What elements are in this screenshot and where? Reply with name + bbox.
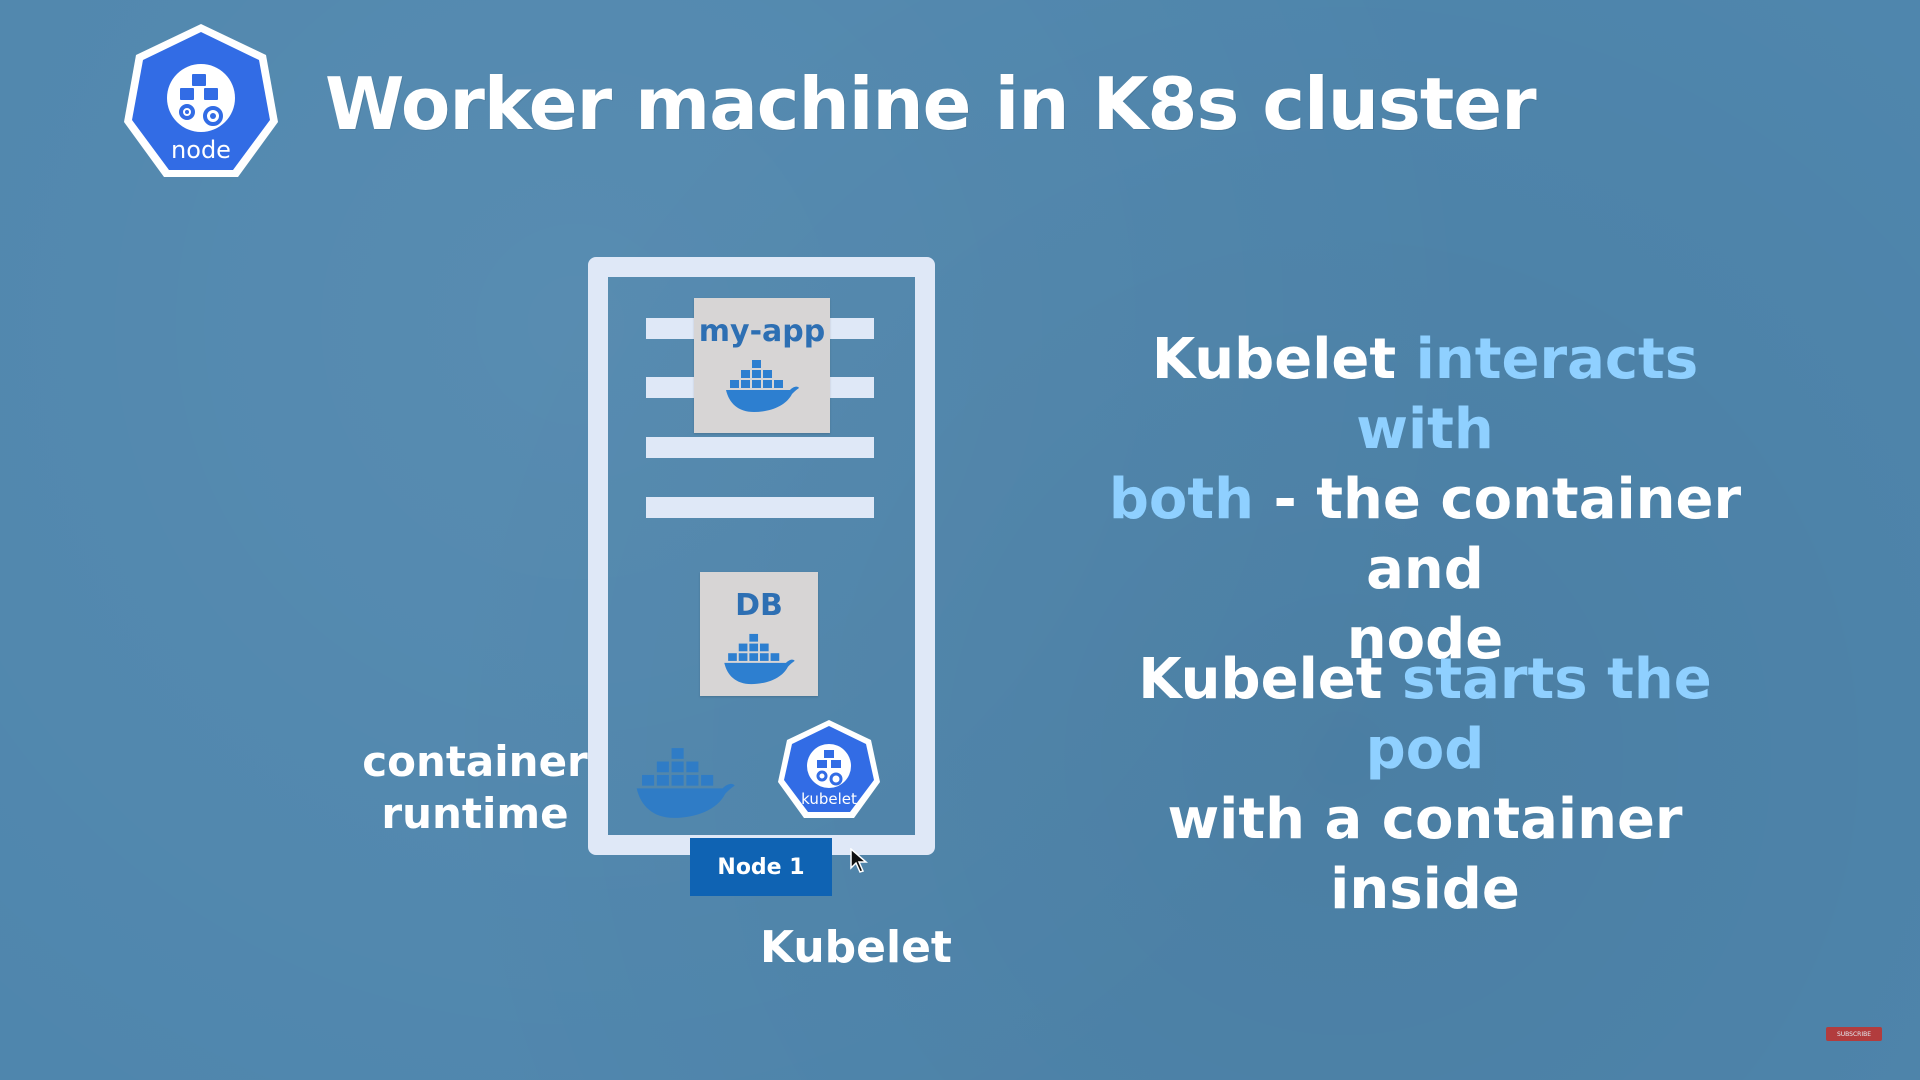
callout-text: node: [1346, 607, 1504, 672]
runtime-label-line: container: [362, 737, 588, 786]
server-slot: [646, 497, 874, 518]
callout-text: with a container inside: [1167, 787, 1683, 922]
container-card-my-app: my-app: [694, 298, 830, 433]
callout-highlight: interacts with: [1356, 327, 1699, 462]
callout-highlight: starts the pod: [1365, 647, 1712, 782]
subscribe-badge[interactable]: SUBSCRIBE: [1826, 1027, 1882, 1041]
kubelet-icon: kubelet: [778, 720, 880, 818]
container-label: DB: [735, 588, 783, 623]
callout-interacts: Kubelet interacts with both - the contai…: [1080, 325, 1770, 675]
server-slot: [646, 437, 874, 458]
container-card-db: DB: [700, 572, 818, 696]
docker-whale-icon: [724, 633, 795, 685]
callout-text: Kubelet: [1151, 327, 1416, 392]
runtime-label-line: runtime: [381, 789, 569, 838]
callout-text: Kubelet: [1138, 647, 1403, 712]
docker-whale-icon: [726, 360, 799, 412]
kubelet-logo-label: kubelet: [801, 790, 857, 808]
kubelet-caption: Kubelet: [760, 922, 952, 973]
docker-whale-icon: [636, 748, 735, 818]
container-label: my-app: [698, 314, 826, 349]
container-runtime-label: container runtime: [360, 736, 590, 840]
callout-highlight: both: [1108, 467, 1255, 532]
mouse-cursor-icon: [850, 848, 868, 873]
page-title: Worker machine in K8s cluster: [325, 62, 1537, 146]
node-logo-label: node: [171, 136, 231, 164]
node-icon: node: [124, 24, 278, 177]
callout-starts-pod: Kubelet starts the pod with a container …: [1080, 645, 1770, 925]
node-tag: Node 1: [690, 838, 832, 896]
callout-text: - the container and: [1254, 467, 1742, 602]
